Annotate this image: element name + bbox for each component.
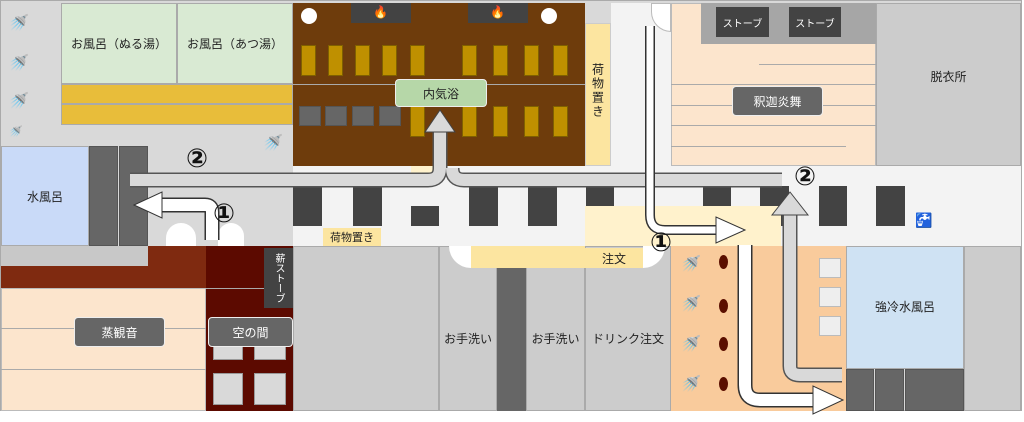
water-tap-icon: 🚰 bbox=[915, 213, 933, 229]
cold-bath bbox=[1, 146, 89, 246]
shower-icon: 🚿 bbox=[9, 13, 29, 32]
toilet bbox=[526, 246, 585, 411]
bench bbox=[61, 84, 293, 104]
route-2-label: ② bbox=[186, 144, 209, 174]
bath-hot-label: お風呂（あつ湯） bbox=[186, 37, 283, 51]
bath-lukewarm bbox=[61, 3, 177, 84]
sauna-shaka-label: 釈迦炎舞 bbox=[732, 86, 823, 116]
shower-icon: 🚿 bbox=[681, 254, 701, 273]
arrow-head bbox=[424, 109, 456, 133]
arrow-head bbox=[770, 191, 810, 216]
cold-bath-label: 水風呂 bbox=[26, 189, 63, 204]
route-1-label: ① bbox=[650, 228, 673, 258]
luggage-shelf bbox=[585, 23, 611, 166]
heater bbox=[468, 3, 528, 23]
shower-area bbox=[671, 246, 846, 411]
route-2-label: ② bbox=[794, 162, 817, 192]
floor-plan: お風呂（ぬる湯） お風呂（あつ湯） 🚿 🚿 🚿 🚿 🚿 🔥 🔥 内気浴 荷物置き… bbox=[0, 0, 1022, 411]
bench bbox=[61, 104, 293, 125]
shower-icon: 🚿 bbox=[681, 294, 701, 313]
order-label: 注文 bbox=[585, 248, 643, 268]
shower-icon: 🚿 bbox=[9, 91, 29, 110]
light-icon bbox=[541, 8, 557, 24]
drink-order bbox=[585, 246, 671, 411]
wood-stove-label: 薪ストーブ bbox=[264, 248, 293, 308]
toilet bbox=[439, 246, 497, 411]
fire-icon: 🔥 bbox=[490, 5, 505, 19]
sora-room-label: 空の間 bbox=[208, 317, 293, 347]
inner-rest-label: 内気浴 bbox=[395, 79, 487, 107]
route-1-label: ① bbox=[213, 199, 236, 229]
arrow-head bbox=[812, 385, 845, 415]
dressing-room bbox=[876, 3, 1021, 166]
heater bbox=[351, 3, 411, 23]
shower-icon: 🚿 bbox=[9, 125, 23, 138]
toilet-label: お手洗い bbox=[531, 332, 580, 346]
light-icon bbox=[301, 8, 317, 24]
stove: ストーブ bbox=[716, 7, 769, 37]
strong-cold-bath-label: 強冷水風呂 bbox=[874, 300, 935, 314]
corridor bbox=[611, 3, 671, 166]
strong-cold-bath bbox=[846, 246, 964, 369]
sauna-mushi-label: 蒸観音 bbox=[74, 317, 165, 347]
shower-icon: 🚿 bbox=[681, 334, 701, 353]
shower-icon: 🚿 bbox=[681, 374, 701, 393]
stove: ストーブ bbox=[789, 7, 841, 37]
arrow-head bbox=[715, 216, 747, 244]
drink-order-label: ドリンク注文 bbox=[591, 332, 664, 346]
bath-lukewarm-label: お風呂（ぬる湯） bbox=[70, 37, 167, 51]
shower-icon: 🚿 bbox=[263, 133, 283, 152]
bath-hot bbox=[177, 3, 293, 84]
toilet-label: お手洗い bbox=[443, 332, 492, 346]
luggage-vertical-label: 荷物置き bbox=[590, 63, 605, 119]
arrow-head bbox=[132, 191, 163, 219]
fire-icon: 🔥 bbox=[373, 5, 388, 19]
dressing-room-label: 脱衣所 bbox=[930, 69, 967, 84]
sauna-mushi bbox=[1, 288, 206, 411]
shower-icon: 🚿 bbox=[9, 53, 29, 72]
luggage-horizontal-label: 荷物置き bbox=[323, 228, 381, 246]
